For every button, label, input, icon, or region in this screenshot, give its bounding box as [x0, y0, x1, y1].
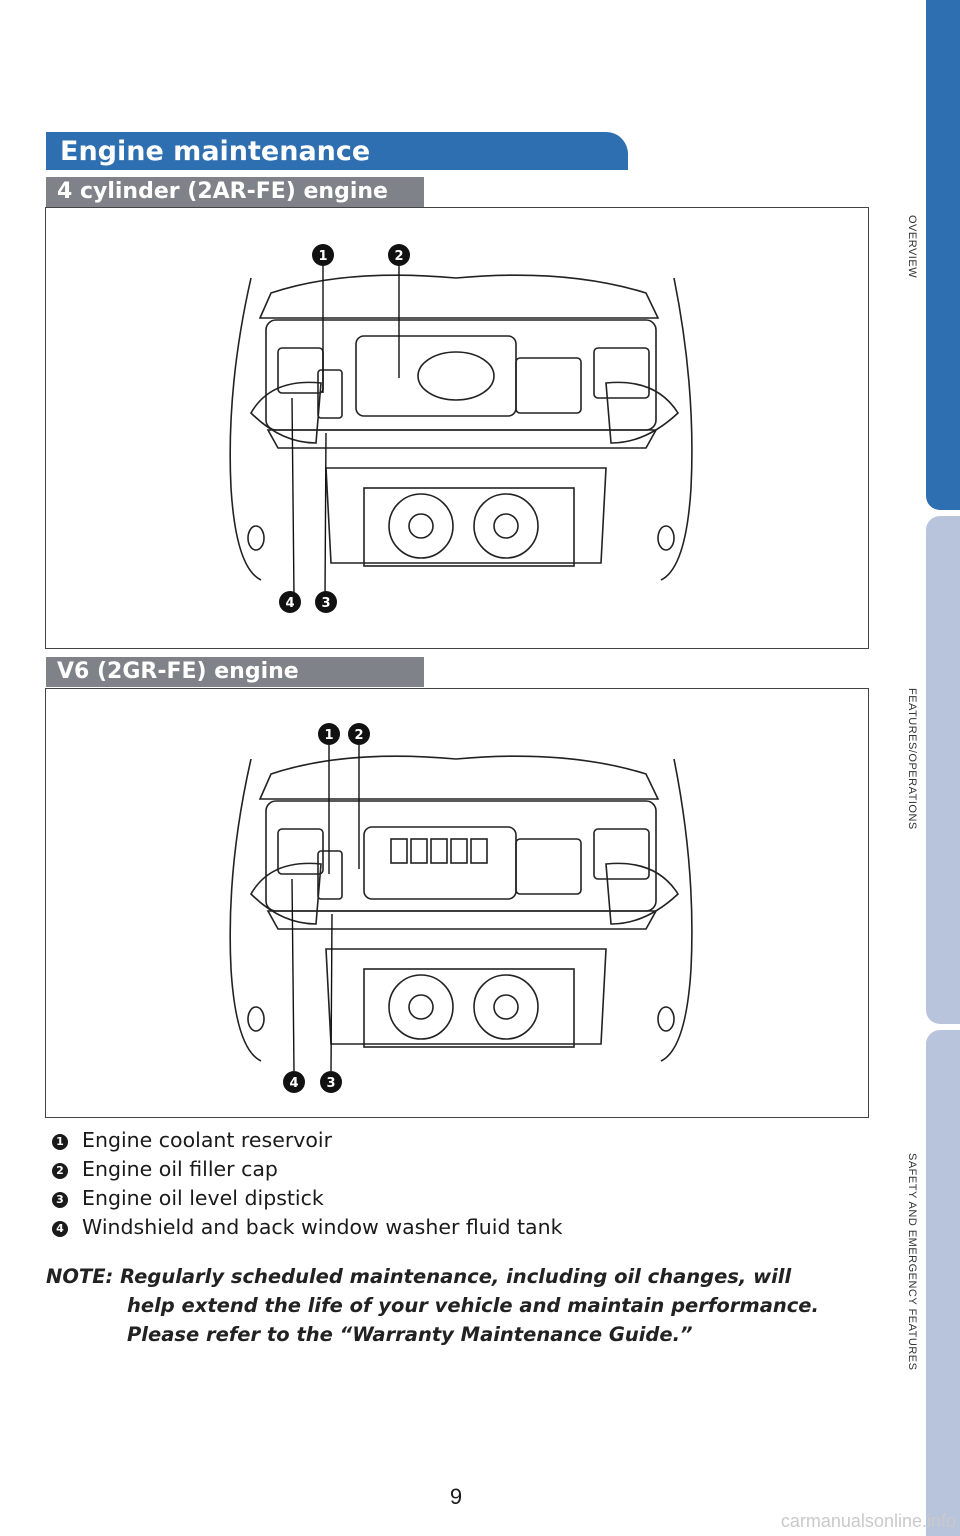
side-label-overview: OVERVIEW [906, 215, 918, 279]
engine-diagram-4cyl: 1 2 4 3 [45, 207, 869, 649]
callout-3: 3 [321, 596, 330, 611]
legend-number: 3 [52, 1192, 68, 1208]
diagram-2-tab: V6 (2GR-FE) engine [46, 657, 424, 687]
maintenance-note: NOTE: Regularly scheduled maintenance, i… [46, 1262, 819, 1349]
side-tab-features[interactable] [926, 516, 960, 1024]
callout-3: 3 [326, 1076, 335, 1091]
diagram-1-tab: 4 cylinder (2AR-FE) engine [46, 177, 424, 207]
legend-number: 1 [52, 1134, 68, 1150]
side-tab-overview[interactable] [926, 0, 960, 510]
callout-2: 2 [394, 249, 403, 264]
diagram-1-title: 4 cylinder (2AR-FE) engine [57, 179, 388, 204]
legend-text: Windshield and back window washer fluid … [82, 1215, 563, 1239]
watermark: carmanualsonline.info [780, 1511, 956, 1531]
legend-text: Engine coolant reservoir [82, 1128, 333, 1152]
side-tab-safety[interactable] [926, 1030, 960, 1536]
callout-1: 1 [324, 728, 333, 743]
legend-number: 4 [52, 1221, 68, 1237]
diagram-2-title: V6 (2GR-FE) engine [57, 659, 299, 684]
callout-2: 2 [354, 728, 363, 743]
callout-4: 4 [285, 596, 294, 611]
legend-text: Engine oil filler cap [82, 1157, 278, 1181]
engine-illustration-v6: 1 2 4 3 [229, 723, 693, 1093]
callout-4: 4 [289, 1076, 298, 1091]
note-line-2: help extend the life of your vehicle and… [127, 1294, 819, 1317]
engine-illustration-4cyl: 1 2 4 3 [229, 244, 693, 613]
side-label-features: FEATURES/OPERATIONS [906, 688, 918, 830]
section-header: Engine maintenance [46, 132, 628, 170]
note-line-3: Please refer to the “Warranty Maintenanc… [127, 1323, 693, 1346]
side-label-safety: SAFETY AND EMERGENCY FEATURES [906, 1153, 918, 1371]
legend-text: Engine oil level dipstick [82, 1186, 324, 1210]
note-line-1: NOTE: Regularly scheduled maintenance, i… [46, 1265, 792, 1288]
page-number: 9 [449, 1484, 463, 1509]
legend-number: 2 [52, 1163, 68, 1179]
section-title: Engine maintenance [60, 136, 371, 167]
engine-diagram-v6: 1 2 4 3 [45, 688, 869, 1118]
callout-1: 1 [318, 249, 327, 264]
